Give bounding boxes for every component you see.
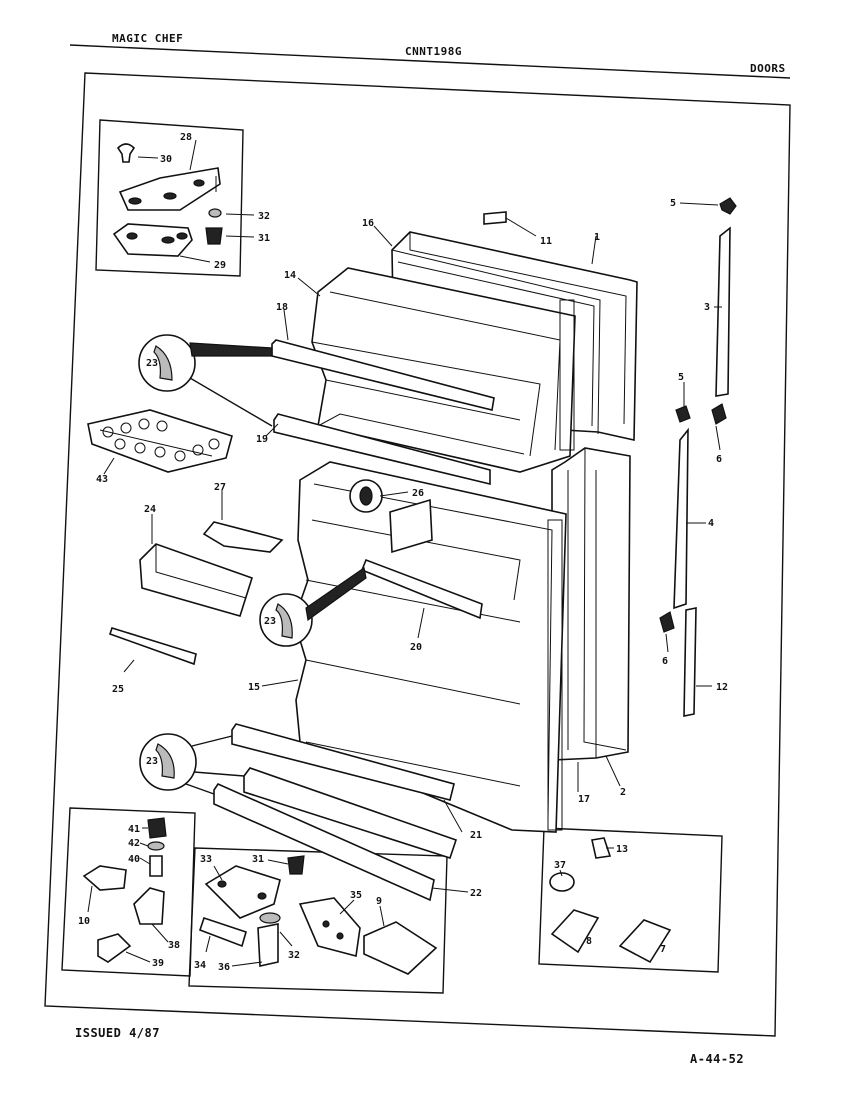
callout-23b: 23 (264, 616, 276, 627)
callout-30: 30 (160, 154, 172, 165)
callout-numbers: 1 2 3 4 5 5 6 6 7 8 9 10 11 12 13 14 15 … (78, 132, 728, 973)
callout-39: 39 (152, 958, 164, 969)
top-hinge-inset-box (95, 119, 244, 277)
callout-33: 33 (200, 854, 212, 865)
callout-16: 16 (362, 218, 374, 229)
issued-date: ISSUED 4/87 (75, 1026, 160, 1040)
callout-29: 29 (214, 260, 226, 271)
callout-18: 18 (276, 302, 288, 313)
callout-23c: 23 (146, 756, 158, 767)
callout-17: 17 (578, 794, 590, 805)
callout-5b: 5 (678, 372, 684, 383)
callout-3: 3 (704, 302, 710, 313)
diagram-frame (44, 72, 791, 1037)
bottom-shelf-bar-c (213, 782, 435, 902)
callout-20: 20 (410, 642, 422, 653)
callout-1: 1 (594, 232, 600, 243)
callout-31b: 31 (252, 854, 264, 865)
callout-24: 24 (144, 504, 156, 515)
callout-8: 8 (586, 936, 592, 947)
callout-22: 22 (470, 888, 482, 899)
egg-tray (87, 409, 233, 473)
detail-magnifier-circles (138, 334, 383, 795)
callout-38: 38 (168, 940, 180, 951)
callout-4: 4 (708, 518, 714, 529)
header-rule (69, 44, 791, 79)
callout-5a: 5 (670, 198, 676, 209)
callout-43: 43 (96, 474, 108, 485)
callout-2: 2 (620, 787, 626, 798)
callout-9: 9 (376, 896, 382, 907)
callout-37: 37 (554, 860, 566, 871)
callout-28: 28 (180, 132, 192, 143)
model-number: CNNT198G (405, 45, 462, 58)
callout-21: 21 (470, 830, 482, 841)
lower-hinge-parts (82, 817, 167, 963)
freezer-shelf-bar-lower (273, 413, 491, 486)
callout-36: 36 (218, 962, 230, 973)
fresh-food-shelf-bar (360, 558, 483, 620)
callout-13: 13 (616, 844, 628, 855)
bottom-shelf-bar-b (243, 767, 458, 860)
dairy-door (202, 521, 284, 553)
callout-14: 14 (284, 270, 296, 281)
callout-31a: 31 (258, 233, 270, 244)
dairy-compartment (139, 543, 253, 617)
callout-35: 35 (350, 890, 362, 901)
callout-34: 34 (194, 960, 206, 971)
callout-26: 26 (412, 488, 424, 499)
callout-42: 42 (128, 838, 140, 849)
section-title: DOORS (750, 62, 786, 75)
callout-7: 7 (660, 944, 666, 955)
handle-parts-inset-box (538, 827, 723, 973)
callout-23a: 23 (146, 358, 158, 369)
callout-27: 27 (214, 482, 226, 493)
callout-19: 19 (256, 434, 268, 445)
callout-41: 41 (128, 824, 140, 835)
callout-10: 10 (78, 916, 90, 927)
callout-6b: 6 (662, 656, 668, 667)
trim-strip (108, 627, 197, 666)
callout-6a: 6 (716, 454, 722, 465)
bottom-shelf-bar-a (231, 723, 455, 801)
shelf-end-cap (389, 498, 433, 554)
callout-12: 12 (716, 682, 728, 693)
brand-label: MAGIC CHEF (112, 32, 184, 45)
callout-40: 40 (128, 854, 140, 865)
callout-11: 11 (540, 236, 552, 247)
callout-32b: 32 (288, 950, 300, 961)
callout-leader-lines (87, 202, 722, 967)
freezer-door-liner (311, 267, 576, 473)
handle-parts (549, 837, 672, 964)
fresh-food-door-liner (293, 461, 567, 833)
callout-25: 25 (112, 684, 124, 695)
top-hinge-parts (112, 139, 255, 263)
right-side-hinge-parts (483, 197, 737, 717)
page-code: A-44-52 (690, 1052, 745, 1066)
callout-32a: 32 (258, 211, 270, 222)
center-hinge-parts (198, 855, 438, 975)
callout-15: 15 (248, 682, 260, 693)
